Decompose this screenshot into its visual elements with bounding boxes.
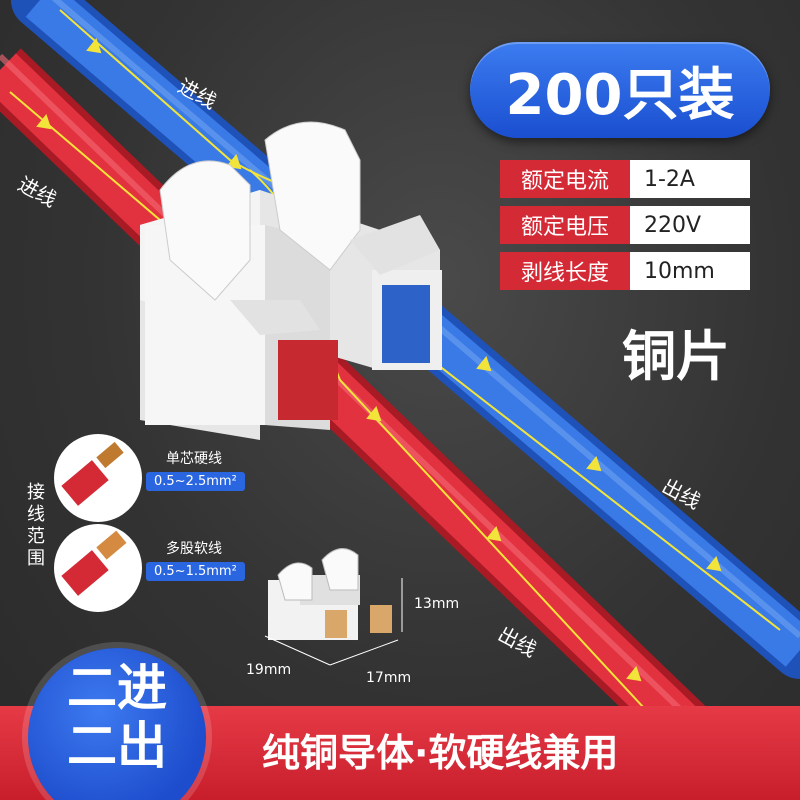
spec-label: 额定电压 bbox=[500, 206, 630, 244]
corner-badge-line1: 二进 bbox=[67, 659, 167, 717]
footer-text: 纯铜导体·软硬线兼用 bbox=[262, 731, 619, 775]
stranded-wire-thumbnail bbox=[54, 524, 142, 612]
quantity-badge: 200只装 bbox=[470, 42, 770, 138]
stranded-wire-size: 0.5~1.5mm² bbox=[146, 562, 245, 581]
spec-row-strip-length: 剥线长度 10mm bbox=[500, 252, 750, 290]
dimension-height: 13mm bbox=[414, 596, 460, 612]
spec-value: 220V bbox=[630, 206, 750, 244]
solid-wire-name: 单芯硬线 bbox=[166, 451, 222, 467]
spec-label: 额定电流 bbox=[500, 160, 630, 198]
corner-badge-line2: 二出 bbox=[67, 717, 167, 775]
spec-value: 10mm bbox=[630, 252, 750, 290]
solid-wire-thumbnail bbox=[54, 434, 142, 522]
dimension-width: 17mm bbox=[366, 670, 412, 686]
material-label: 铜片 bbox=[622, 325, 730, 388]
stranded-wire-name: 多股软线 bbox=[166, 541, 222, 557]
spec-row-current: 额定电流 1-2A bbox=[500, 160, 750, 198]
spec-row-voltage: 额定电压 220V bbox=[500, 206, 750, 244]
wiring-range-title: 接线范围 bbox=[27, 482, 45, 569]
small-connector bbox=[264, 548, 403, 666]
wire-connector bbox=[140, 121, 442, 440]
dimension-depth: 19mm bbox=[246, 662, 292, 678]
spec-label: 剥线长度 bbox=[500, 252, 630, 290]
corner-badge: 二进 二出 bbox=[28, 648, 206, 800]
solid-wire-size: 0.5~2.5mm² bbox=[146, 472, 245, 491]
spec-value: 1-2A bbox=[630, 160, 750, 198]
